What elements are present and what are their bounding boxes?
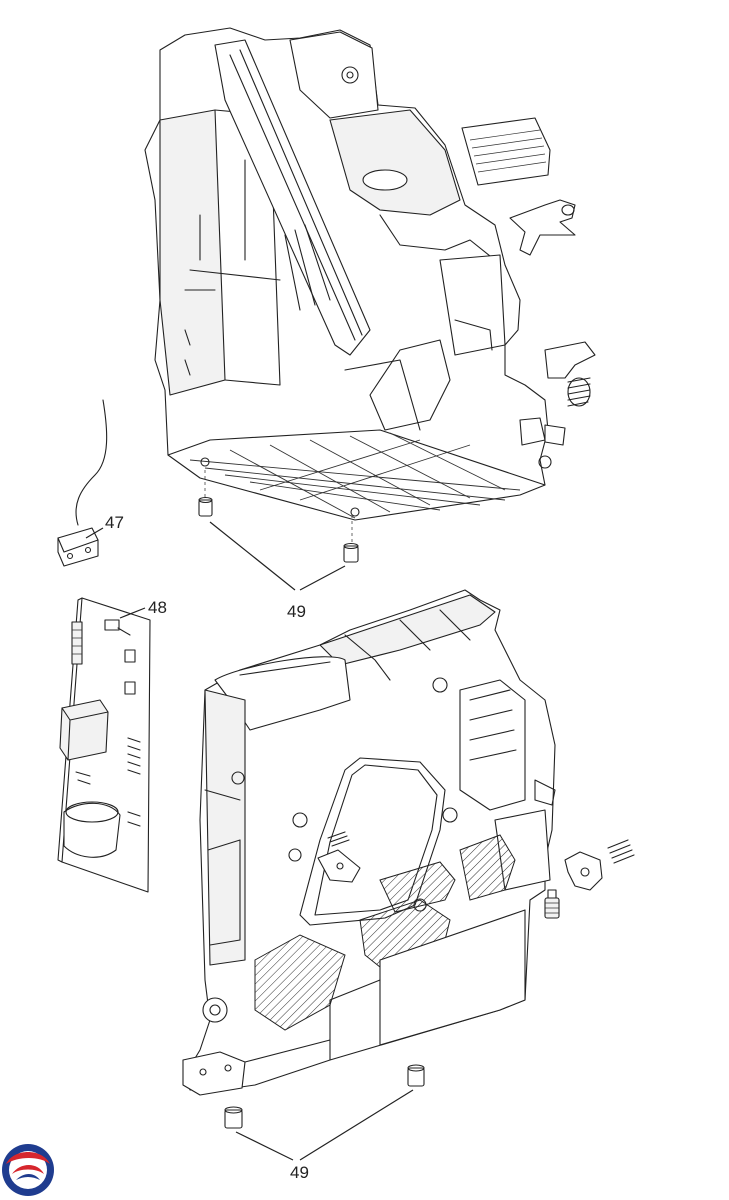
spring-part — [567, 377, 591, 407]
rubber-foot-lower-right — [407, 1064, 425, 1087]
filter-grille-part — [461, 117, 551, 186]
rubber-foot-upper-right — [343, 515, 359, 563]
rubber-foot-lower-left — [224, 1106, 243, 1129]
leader-49-lower — [235, 1089, 414, 1161]
callout-48: 48 — [148, 598, 167, 617]
callout-49-lower: 49 — [290, 1163, 309, 1182]
screw-part-lower — [544, 889, 560, 919]
leader-49-upper — [209, 521, 346, 591]
circuit-board-part-48 — [57, 597, 151, 893]
circular-swirl-logo — [2, 1144, 54, 1196]
upper-frame-assembly — [144, 27, 566, 521]
reed-sensor-part-47 — [57, 399, 108, 567]
lower-frame-assembly — [182, 589, 556, 1096]
callout-49-upper: 49 — [287, 602, 306, 621]
latch-part-lower — [564, 851, 603, 891]
spring-part-lower — [607, 839, 635, 864]
callout-47: 47 — [105, 513, 124, 532]
hook-lever-part — [544, 341, 596, 379]
rubber-foot-upper-left — [198, 470, 213, 517]
lever-bracket-part — [509, 199, 576, 256]
